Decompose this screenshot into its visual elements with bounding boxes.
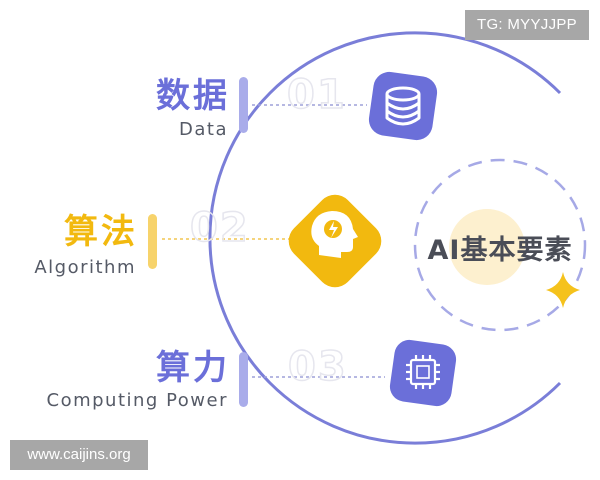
watermark-bottom: www.caijins.org [10,440,148,470]
bar-algorithm [148,214,157,269]
watermark-top: TG: MYYJJPP [465,10,589,40]
number-01: 01 [286,71,347,119]
outer-arc [208,31,562,445]
label-algorithm-en: Algorithm [34,257,136,278]
tile-data [368,71,438,141]
number-02: 02 [189,204,250,252]
label-computing-zh: 算力 [156,348,230,388]
core-title: AI基本要素 [427,235,573,266]
dashed-inner-circle [413,158,587,332]
chip-icon [406,355,440,389]
sparkle-icon [546,272,580,308]
database-icon [385,86,421,126]
brain-head-icon [311,211,358,258]
label-data-en: Data [179,119,228,140]
tile-computing [389,339,457,407]
label-computing-en: Computing Power [46,390,228,411]
number-03: 03 [287,343,348,391]
bar-computing [239,352,248,407]
label-algorithm-zh: 算法 [64,212,138,252]
bar-data [239,77,248,133]
label-data-zh: 数据 [156,76,230,116]
core-glow [449,209,525,285]
